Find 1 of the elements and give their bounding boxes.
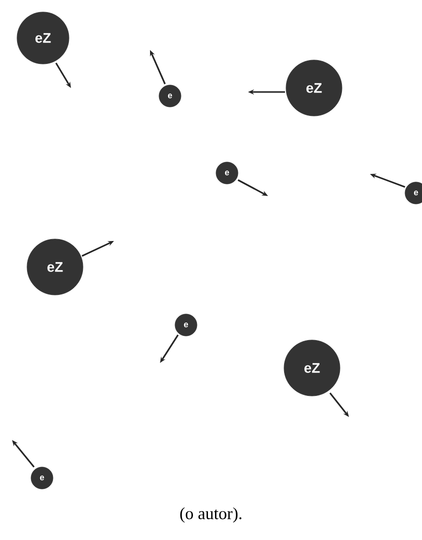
caption: (o autor). bbox=[180, 507, 242, 523]
